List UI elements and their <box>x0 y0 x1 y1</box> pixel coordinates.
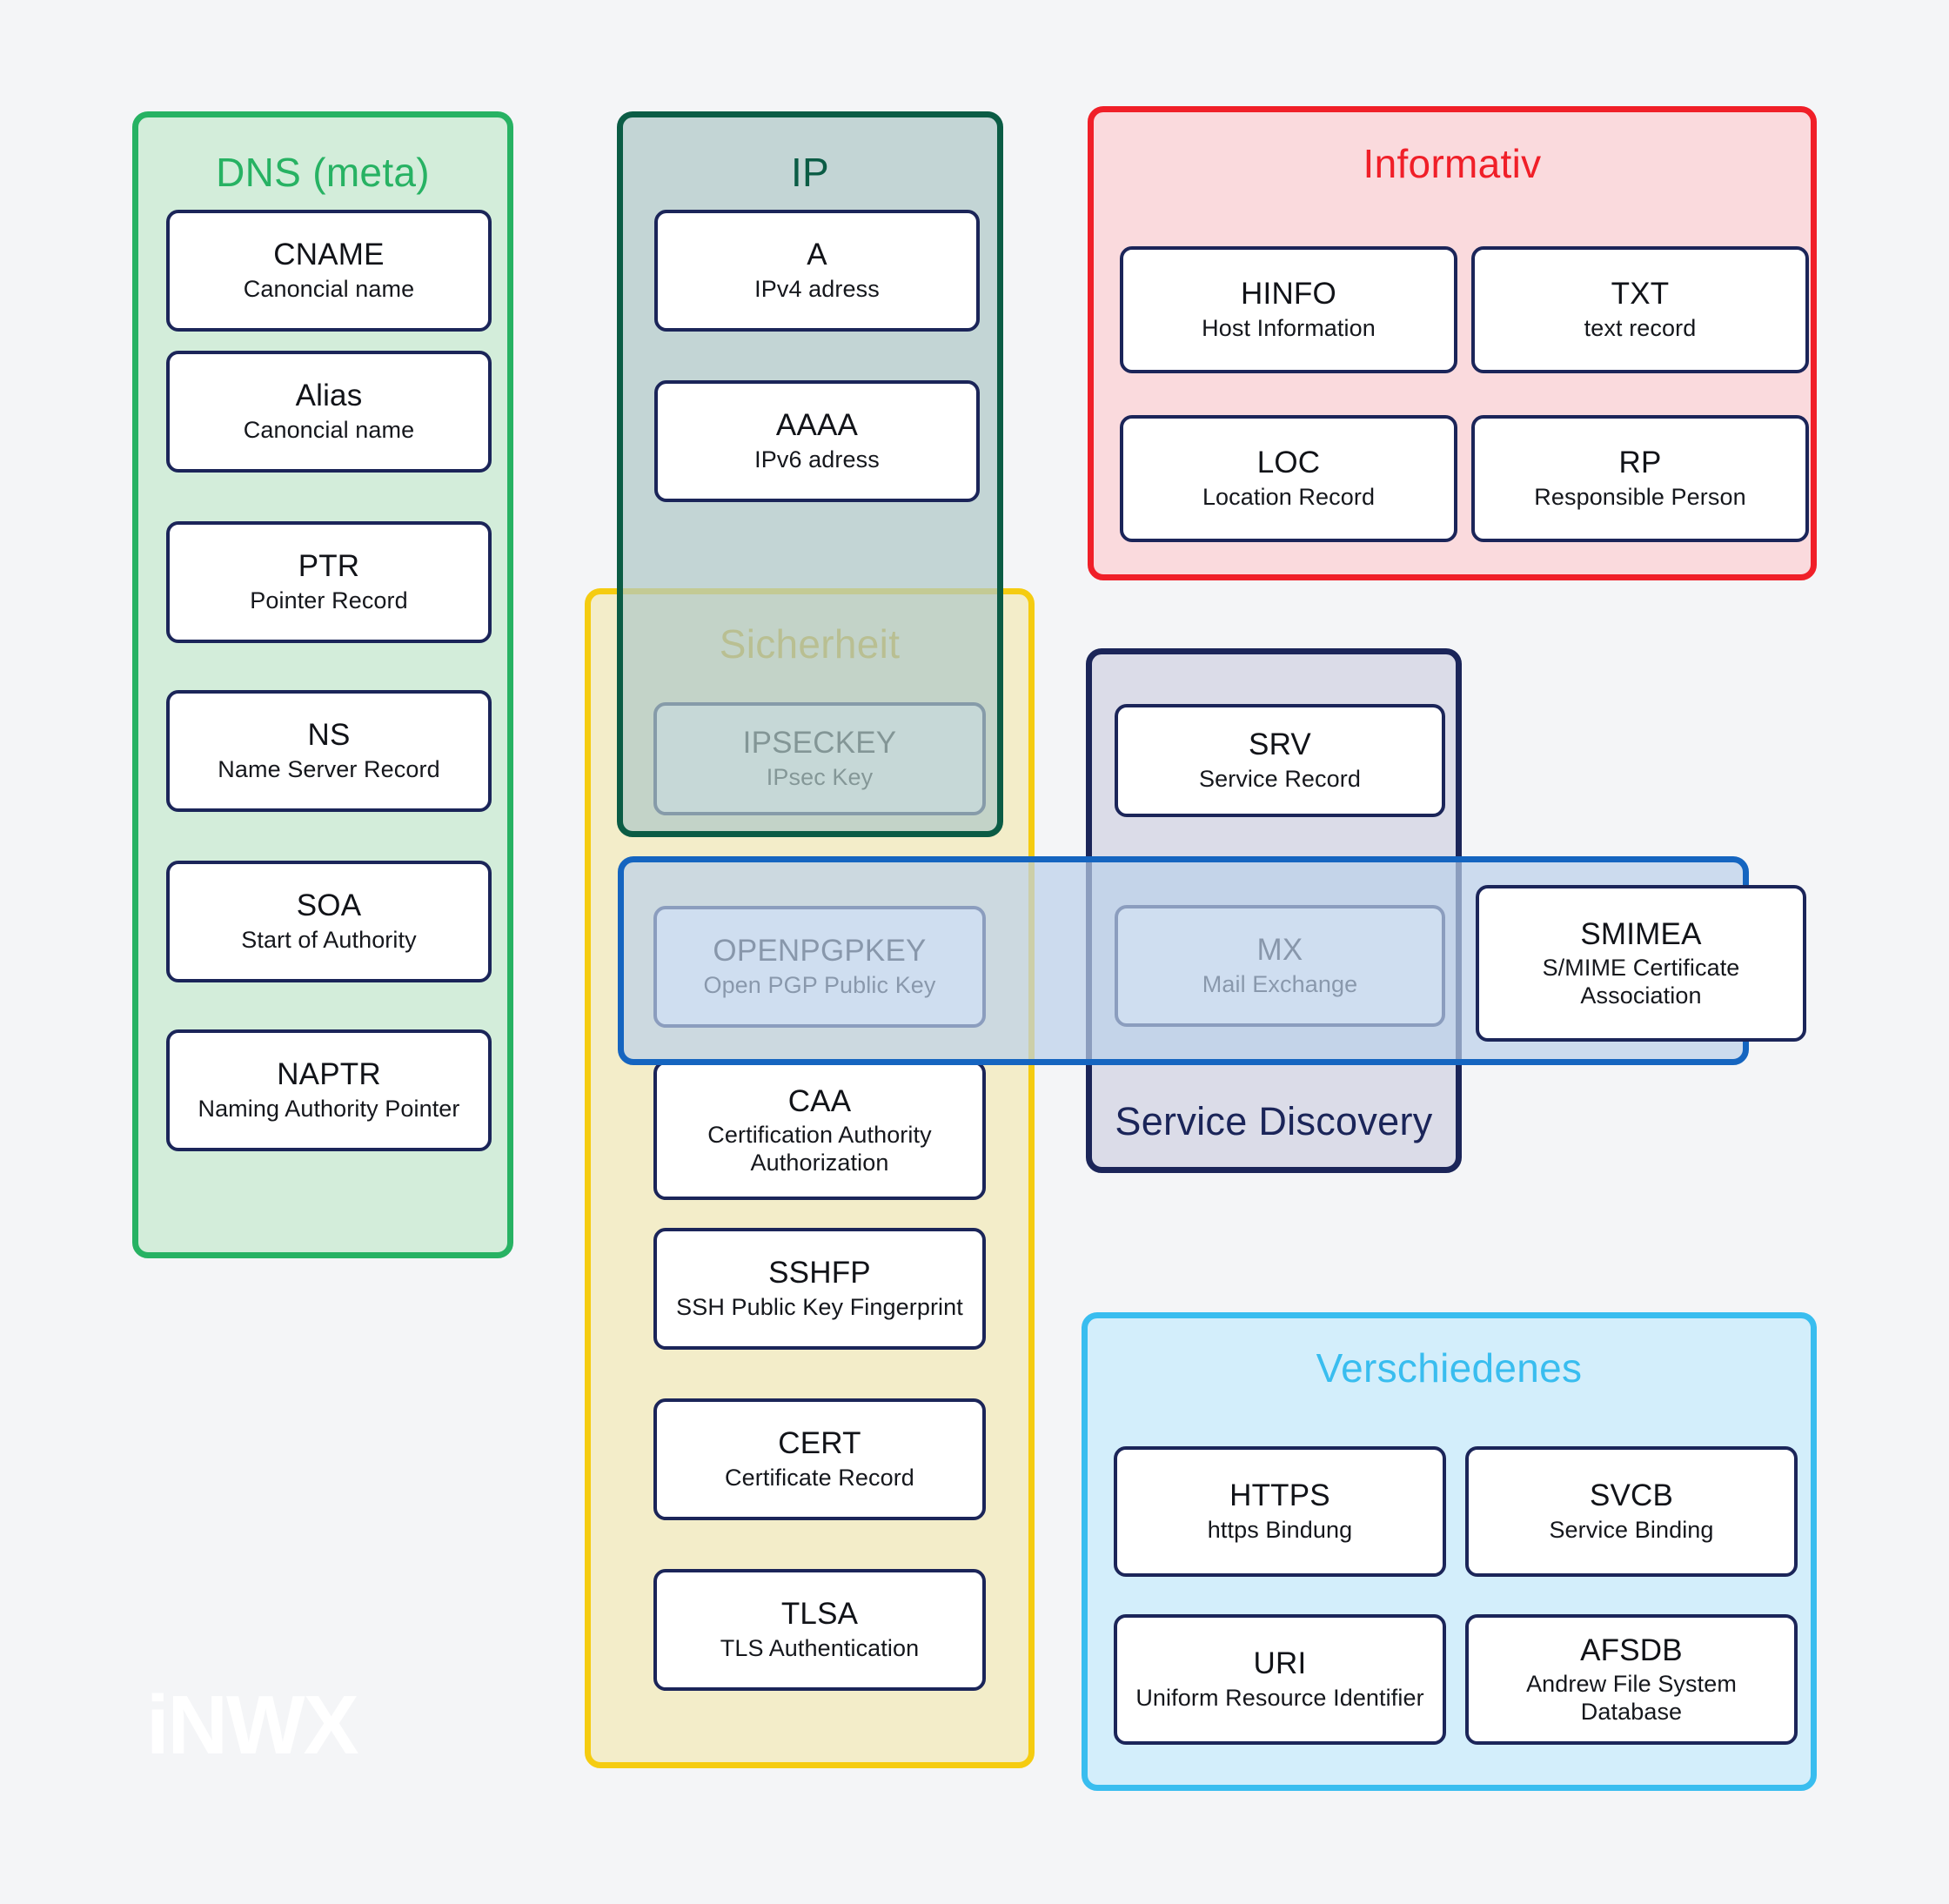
record-card-cert[interactable]: CERT Certificate Record <box>653 1398 986 1520</box>
record-card-ns[interactable]: NS Name Server Record <box>166 690 492 812</box>
record-abbr: NAPTR <box>277 1057 381 1092</box>
group-title-ip: IP <box>790 150 830 195</box>
record-card-srv[interactable]: SRV Service Record <box>1115 704 1445 817</box>
group-title-service-discovery: Service Discovery <box>1115 1099 1433 1143</box>
group-email: Email SMIMEA S/MIME Certificate Associat… <box>618 856 1806 1065</box>
group-ip: IP A IPv4 adress AAAA IPv6 adress <box>617 111 1003 837</box>
record-card-loc[interactable]: LOC Location Record <box>1120 415 1457 542</box>
record-card-cname[interactable]: CNAME Canoncial name <box>166 210 492 332</box>
record-card-ptr[interactable]: PTR Pointer Record <box>166 521 492 643</box>
record-abbr: TXT <box>1611 277 1670 312</box>
group-informativ: Informativ HINFO Host Information TXT te… <box>1088 106 1817 580</box>
record-card-smimea[interactable]: SMIMEA S/MIME Certificate Association <box>1476 885 1806 1042</box>
record-abbr: PTR <box>298 549 360 584</box>
record-desc: Pointer Record <box>250 587 408 613</box>
record-desc: Service Binding <box>1549 1516 1714 1543</box>
record-abbr: SMIMEA <box>1580 916 1702 951</box>
record-card-tlsa[interactable]: TLSA TLS Authentication <box>653 1569 986 1691</box>
record-desc: Responsible Person <box>1534 483 1746 510</box>
record-card-soa[interactable]: SOA Start of Authority <box>166 861 492 982</box>
record-desc: IPv6 adress <box>754 446 880 473</box>
record-desc: Andrew File System Database <box>1526 1670 1737 1725</box>
record-abbr: TLSA <box>780 1597 859 1632</box>
group-dns-meta: DNS (meta) CNAME Canoncial name Alias Ca… <box>132 111 513 1258</box>
record-desc: SSH Public Key Fingerprint <box>676 1293 963 1320</box>
record-desc: text record <box>1584 314 1697 341</box>
record-desc: Certificate Record <box>725 1464 914 1491</box>
record-abbr: Alias <box>295 379 363 413</box>
group-title-verschiedenes: Verschiedenes <box>1316 1345 1583 1391</box>
record-desc: Canoncial name <box>243 416 415 443</box>
record-desc: Uniform Resource Identifier <box>1135 1684 1424 1711</box>
record-desc: Naming Authority Pointer <box>198 1095 460 1122</box>
record-desc: Canoncial name <box>243 275 415 302</box>
record-abbr: SRV <box>1249 727 1311 762</box>
record-desc: Host Information <box>1202 314 1376 341</box>
record-abbr: CNAME <box>273 238 385 272</box>
record-abbr: SVCB <box>1589 1478 1674 1513</box>
record-abbr: HINFO <box>1241 277 1336 312</box>
group-verschiedenes: Verschiedenes HTTPS https Bindung SVCB S… <box>1082 1312 1817 1791</box>
record-card-naptr[interactable]: NAPTR Naming Authority Pointer <box>166 1029 492 1151</box>
record-desc: TLS Authentication <box>720 1634 920 1661</box>
record-desc: S/MIME Certificate Association <box>1542 954 1740 1009</box>
record-abbr: AFSDB <box>1580 1632 1683 1667</box>
record-abbr: HTTPS <box>1229 1478 1330 1513</box>
record-desc: Name Server Record <box>218 755 440 782</box>
record-abbr: A <box>807 238 827 272</box>
record-abbr: SSHFP <box>768 1256 871 1291</box>
record-desc: IPv4 adress <box>754 275 880 302</box>
record-desc: Service Record <box>1199 765 1361 792</box>
record-abbr: RP <box>1618 446 1662 480</box>
record-card-a[interactable]: A IPv4 adress <box>654 210 980 332</box>
record-card-uri[interactable]: URI Uniform Resource Identifier <box>1114 1614 1446 1745</box>
record-card-hinfo[interactable]: HINFO Host Information <box>1120 246 1457 373</box>
record-card-sshfp[interactable]: SSHFP SSH Public Key Fingerprint <box>653 1228 986 1350</box>
record-card-txt[interactable]: TXT text record <box>1471 246 1809 373</box>
group-title-dns-meta: DNS (meta) <box>216 150 430 195</box>
record-abbr: NS <box>307 718 351 753</box>
record-desc: Start of Authority <box>241 926 417 953</box>
record-abbr: CAA <box>787 1083 852 1118</box>
record-card-rp[interactable]: RP Responsible Person <box>1471 415 1809 542</box>
record-desc: Certification Authority Authorization <box>707 1121 932 1176</box>
record-card-svcb[interactable]: SVCB Service Binding <box>1465 1446 1798 1577</box>
record-card-caa[interactable]: CAA Certification Authority Authorizatio… <box>653 1061 986 1200</box>
record-abbr: LOC <box>1256 446 1321 480</box>
record-abbr: CERT <box>778 1426 861 1461</box>
inwx-watermark-logo: iNWX <box>146 1679 359 1772</box>
record-card-alias[interactable]: Alias Canoncial name <box>166 351 492 473</box>
record-abbr: URI <box>1253 1646 1307 1681</box>
group-title-informativ: Informativ <box>1363 141 1542 186</box>
record-card-afsdb[interactable]: AFSDB Andrew File System Database <box>1465 1614 1798 1745</box>
record-desc: https Bindung <box>1207 1516 1353 1543</box>
record-card-aaaa[interactable]: AAAA IPv6 adress <box>654 380 980 502</box>
record-abbr: SOA <box>296 888 362 923</box>
record-desc: Location Record <box>1202 483 1376 510</box>
record-card-https[interactable]: HTTPS https Bindung <box>1114 1446 1446 1577</box>
record-abbr: AAAA <box>775 408 859 443</box>
